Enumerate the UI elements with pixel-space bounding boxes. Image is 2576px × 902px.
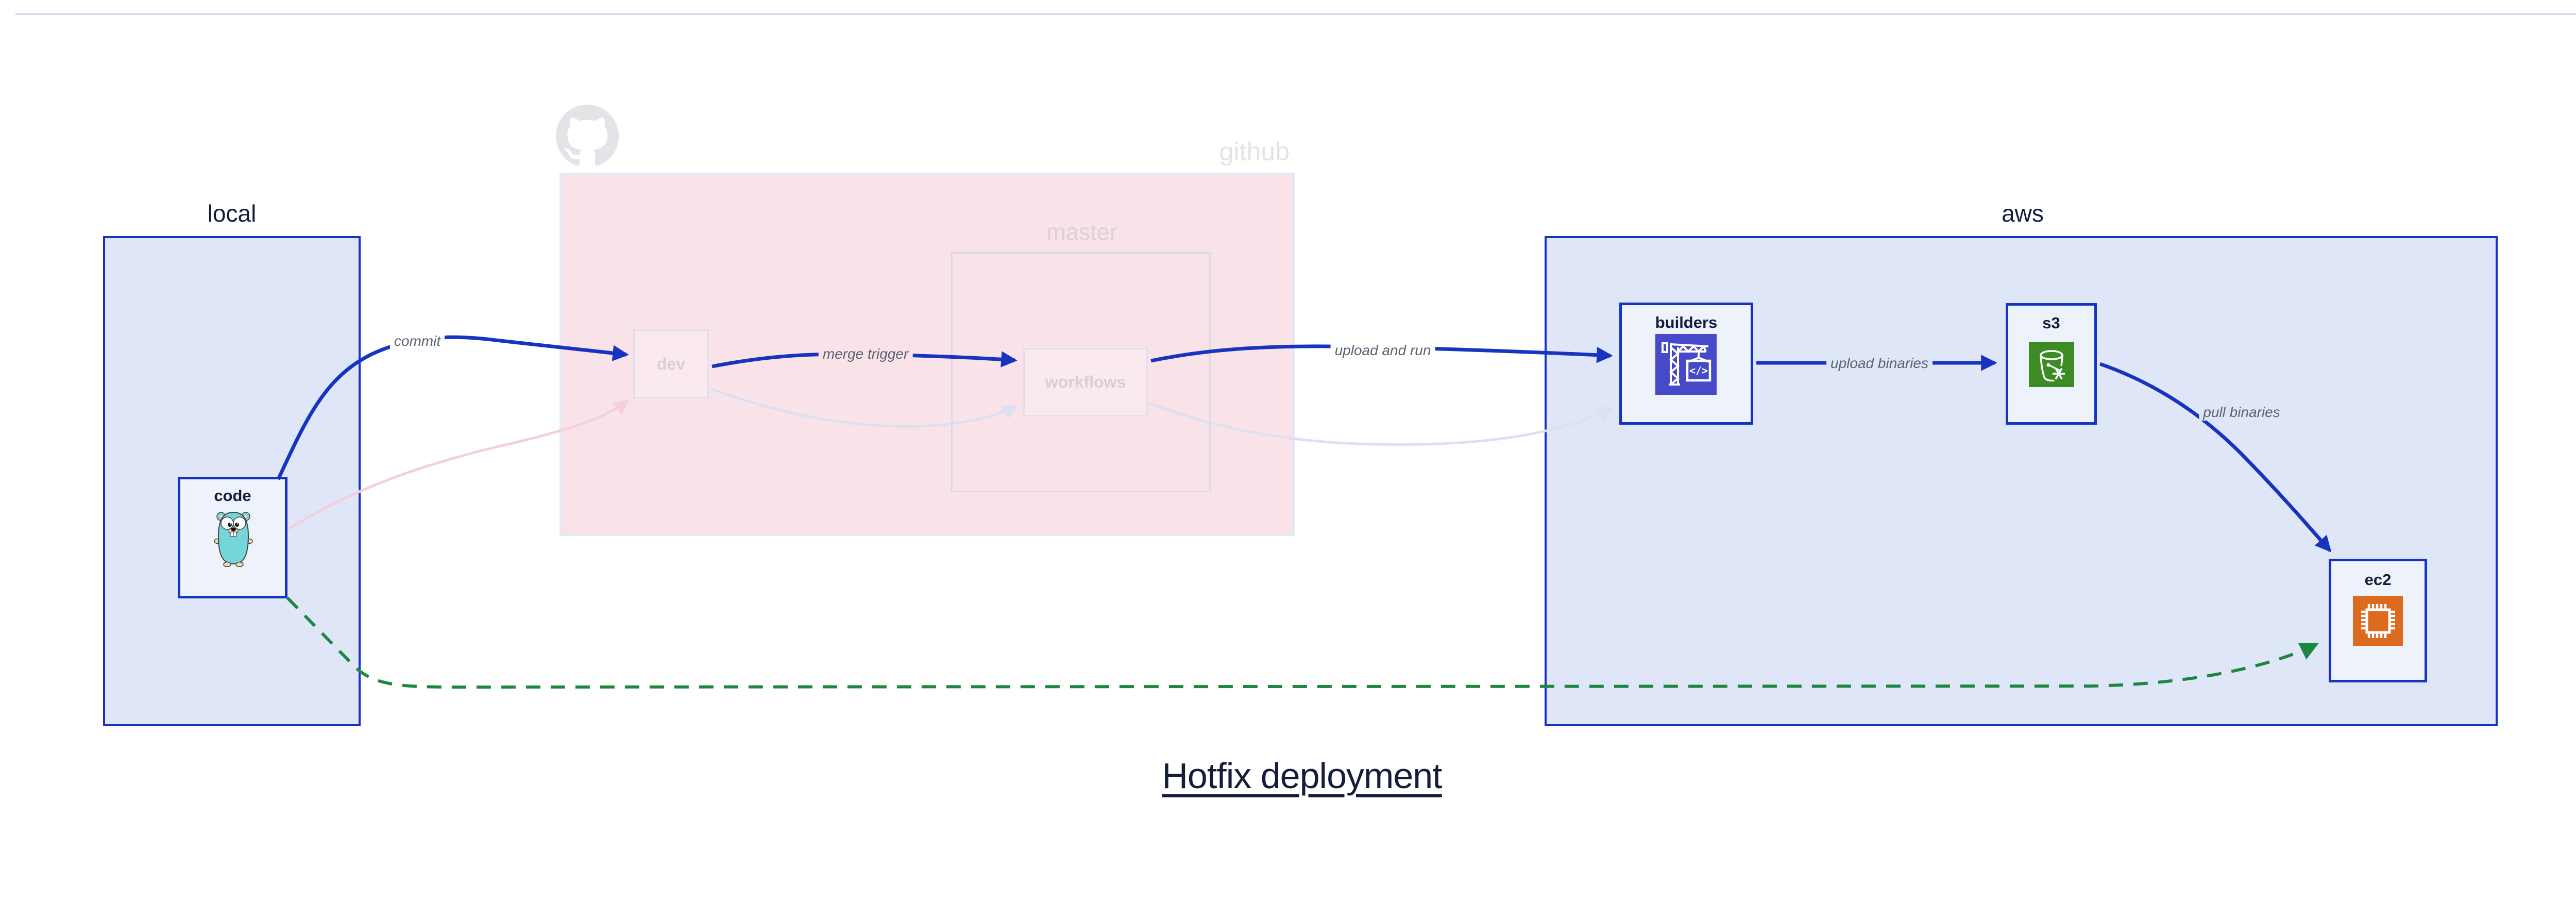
codebuild-glyph: </>	[1689, 364, 1708, 377]
ghost-edge-workflows-to-builders	[1148, 402, 1614, 446]
node-code: code	[178, 477, 287, 598]
github-container-label: github	[1219, 137, 1290, 166]
go-gopher-icon	[214, 511, 253, 567]
node-dev-label: dev	[656, 354, 686, 373]
aws-container-label: aws	[2002, 200, 2044, 227]
master-group	[951, 252, 1211, 492]
edge-label-merge-trigger: merge trigger	[818, 346, 913, 362]
node-code-label: code	[214, 487, 251, 505]
edge-label-upload-binaries: upload binaries	[1826, 355, 1933, 372]
node-s3: s3	[2006, 303, 2097, 425]
node-workflows-label: workflows	[1045, 373, 1126, 391]
aws-s3-bucket-icon	[2029, 342, 2074, 387]
node-dev: dev	[633, 329, 709, 398]
master-group-label: master	[1046, 219, 1117, 245]
node-builders: builders </>	[1619, 303, 1753, 425]
node-builders-label: builders	[1655, 313, 1718, 331]
node-ec2: ec2	[2329, 559, 2427, 682]
aws-codebuild-crane-icon: </>	[1655, 334, 1717, 395]
node-workflows: workflows	[1023, 348, 1148, 416]
edge-label-commit: commit	[389, 333, 445, 349]
edge-label-pull-binaries: pull binaries	[2199, 404, 2284, 421]
edge-pull-binaries	[2099, 362, 2332, 553]
node-s3-label: s3	[2042, 314, 2060, 332]
aws-ec2-chip-icon	[2353, 596, 2403, 646]
top-border-rule	[15, 13, 2576, 15]
github-octocat-icon	[556, 105, 619, 166]
diagram-title: Hotfix deployment	[1162, 756, 1442, 796]
node-ec2-label: ec2	[2364, 571, 2392, 589]
local-container-label: local	[207, 200, 257, 227]
edge-label-upload-and-run: upload and run	[1330, 342, 1435, 359]
edge-hotfix-dashed	[286, 596, 2319, 689]
ghost-edge-code-to-dev	[287, 399, 630, 530]
ghost-edge-dev-to-workflows	[709, 387, 1018, 428]
